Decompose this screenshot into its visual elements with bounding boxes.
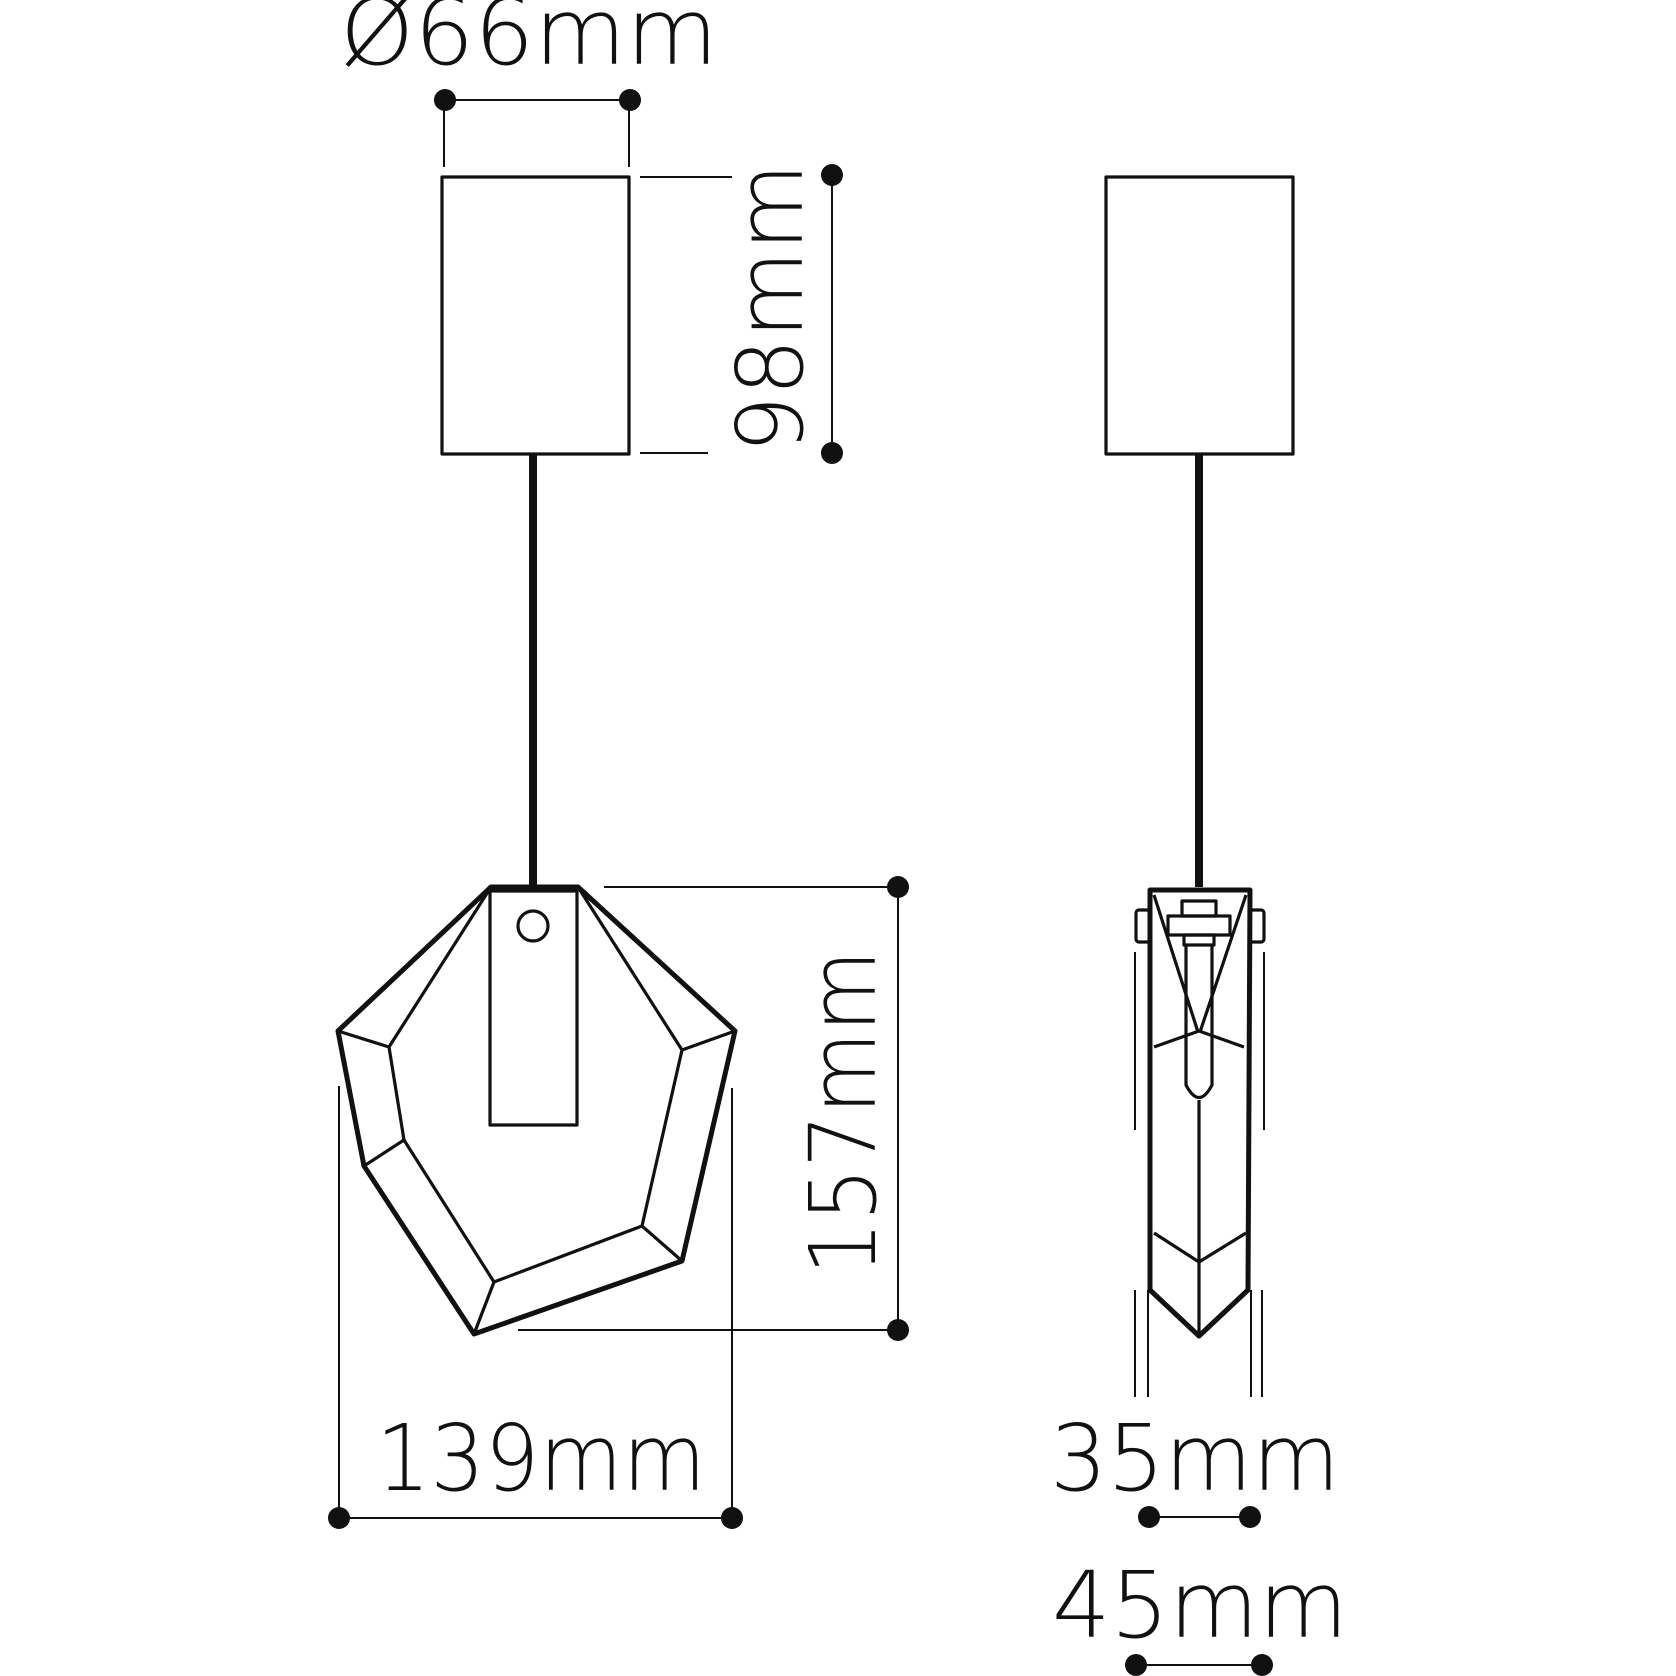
socket-collar	[1182, 933, 1216, 947]
dimension-endpoint-dot	[328, 1507, 350, 1529]
dimension-endpoint-dot	[821, 442, 843, 464]
dimension-endpoint-dot	[721, 1507, 743, 1529]
shade-side	[1134, 887, 1266, 1339]
socket-base	[1166, 914, 1232, 937]
canopy-diameter-dimension: Ø66mm	[340, 0, 718, 167]
socket-cap	[1180, 899, 1218, 918]
shade-height-dimension: 157mm	[518, 876, 909, 1341]
mount-hole	[516, 909, 550, 943]
dimension-endpoint-dot	[1138, 1506, 1160, 1528]
shade-depth-inner-dimension: 35mm	[1050, 1405, 1340, 1528]
shade-height-label: 157mm	[790, 950, 897, 1275]
bulb-outline	[1184, 945, 1214, 1100]
canopy-front	[440, 175, 631, 456]
shade-depth-outer-dimension: 45mm	[1052, 1552, 1348, 1676]
canopy-height-label: 98mm	[717, 163, 824, 453]
front-view: Ø66mm 98mm	[328, 0, 909, 1529]
shade-front	[335, 884, 738, 1337]
dimension-endpoint-dot	[1251, 1654, 1273, 1676]
dimension-endpoint-dot	[1125, 1654, 1147, 1676]
mount-plate	[488, 889, 579, 1127]
shade-depth-inner-label: 35mm	[1050, 1405, 1340, 1512]
dimension-endpoint-dot	[1239, 1506, 1261, 1528]
shade-width-dimension: 139mm	[328, 1086, 743, 1529]
side-clip-right	[1248, 908, 1266, 944]
shade-depth-outer-label: 45mm	[1052, 1552, 1348, 1659]
canopy-diameter-label: Ø66mm	[340, 0, 718, 86]
side-clip-left	[1134, 908, 1152, 944]
side-extension-lines	[1134, 952, 1265, 1397]
side-view: 35mm 45mm	[1050, 175, 1348, 1676]
dimension-endpoint-dot	[887, 1319, 909, 1341]
dimension-endpoint-dot	[821, 164, 843, 186]
shade-width-label: 139mm	[376, 1405, 706, 1512]
dimension-endpoint-dot	[887, 876, 909, 898]
canopy-height-dimension: 98mm	[640, 163, 843, 464]
canopy-side	[1104, 175, 1295, 456]
